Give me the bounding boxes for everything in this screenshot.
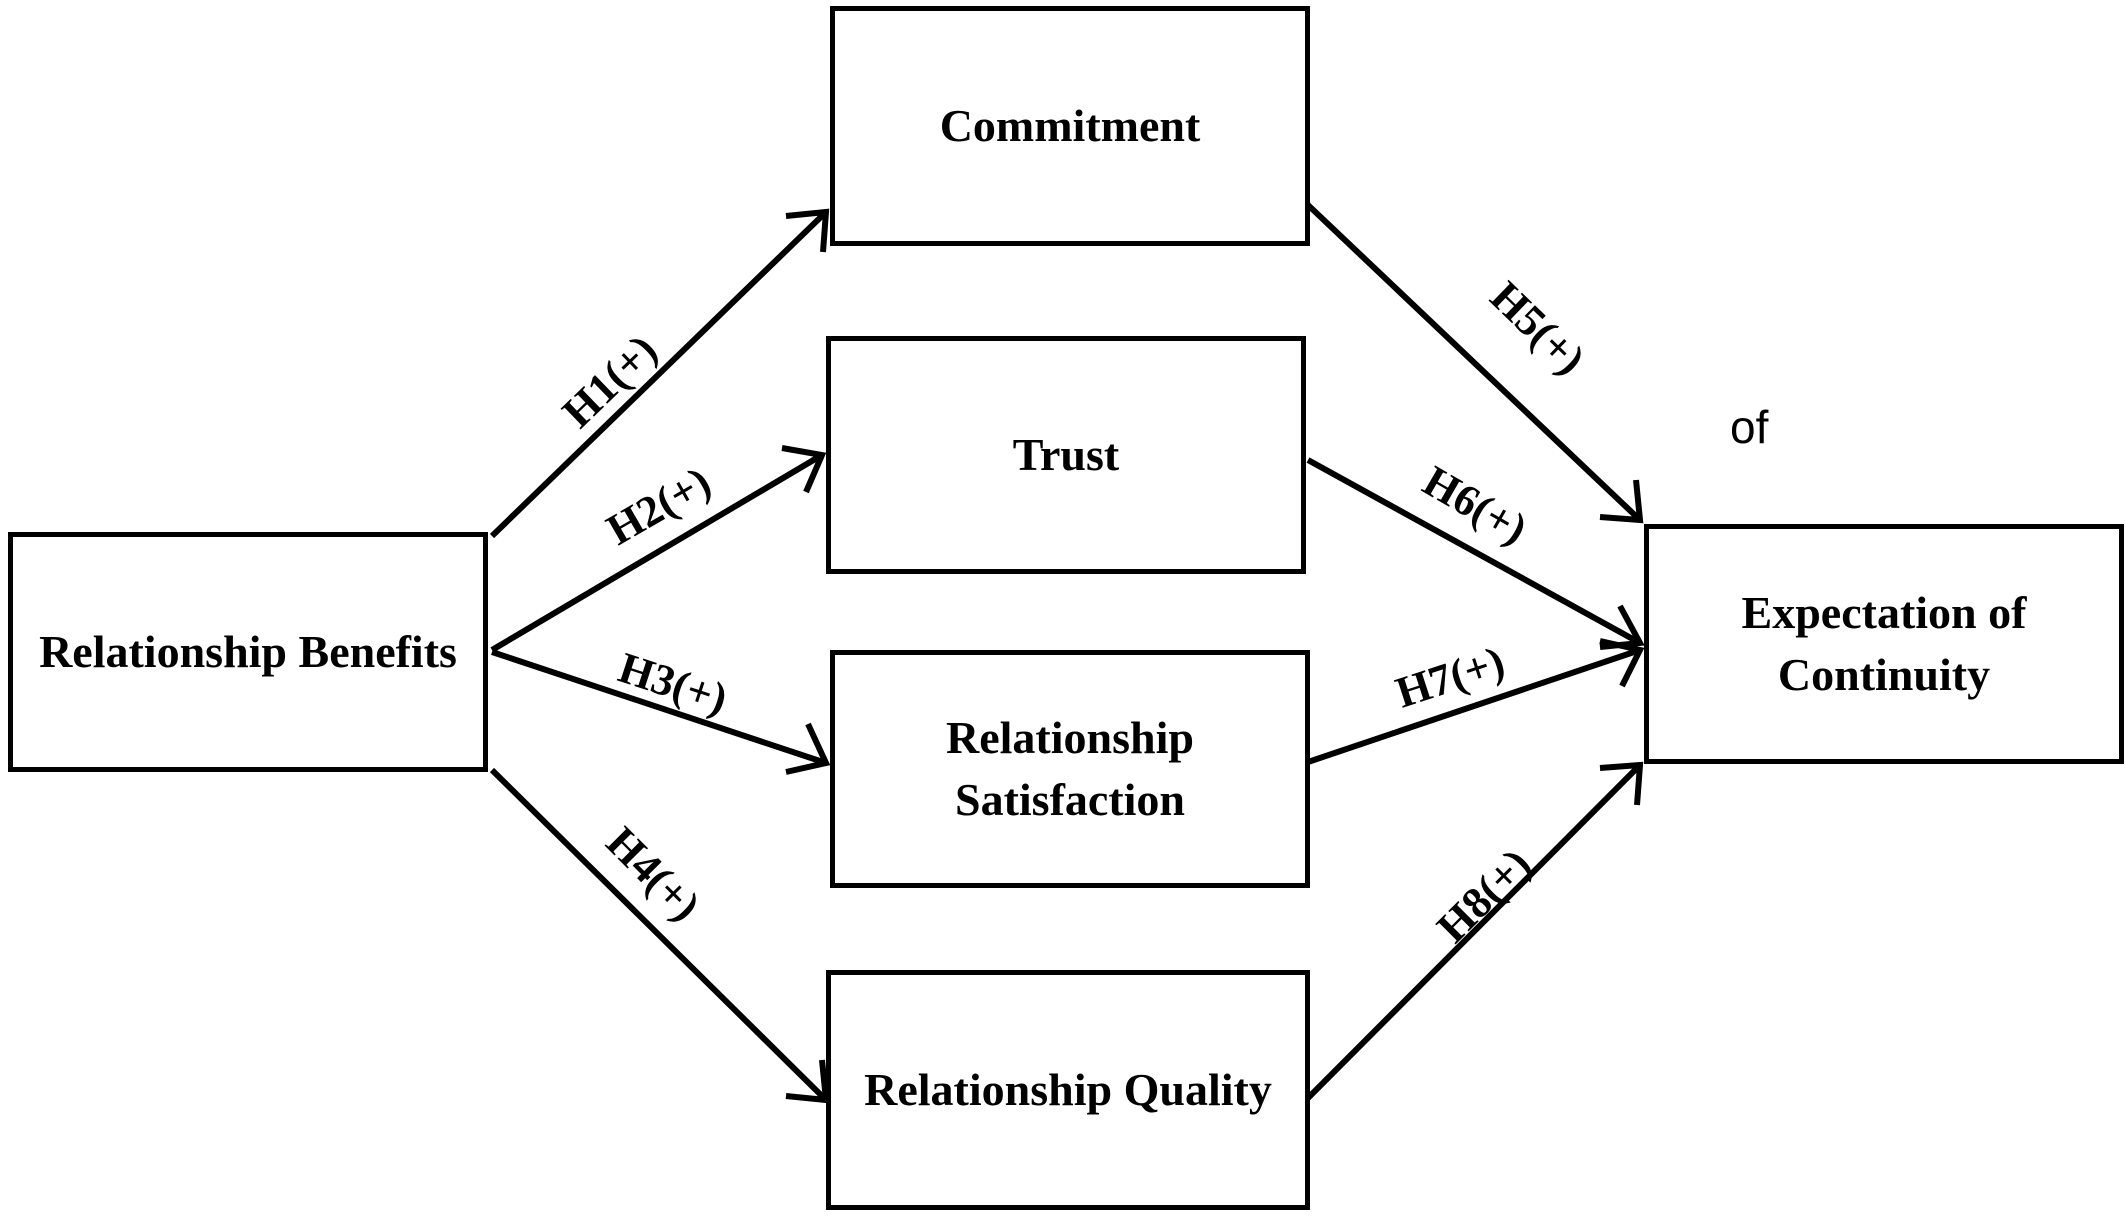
arrowhead-h8 xyxy=(1599,761,1644,806)
node-expectation-of-continuity: Expectation of Continuity xyxy=(1644,524,2124,764)
arrow-h3 xyxy=(491,649,827,766)
arrowhead-h5 xyxy=(1599,479,1644,524)
arrow-h5 xyxy=(1305,202,1643,523)
arrow-h4 xyxy=(489,767,829,1103)
edge-label-h6: H6(+) xyxy=(1415,456,1535,554)
arrow-h7 xyxy=(1307,647,1641,765)
edge-label-h7: H7(+) xyxy=(1390,637,1510,718)
arrowhead-h2 xyxy=(781,445,827,494)
edge-label-h4: H4(+) xyxy=(597,817,710,930)
node-label-line-2: Satisfaction xyxy=(955,774,1185,825)
arrow-h2 xyxy=(490,452,824,653)
edge-label-h2: H2(+) xyxy=(599,457,719,555)
arrow-h8 xyxy=(1305,762,1643,1101)
node-label-line-1: Relationship xyxy=(946,712,1194,763)
arrowhead-h3 xyxy=(785,722,831,775)
arrow-h6 xyxy=(1306,457,1642,646)
node-relationship-satisfaction: Relationship Satisfaction xyxy=(830,650,1310,888)
node-label-line-1: Expectation of xyxy=(1741,587,2027,638)
node-label: Trust xyxy=(1012,429,1120,480)
arrowhead-h1 xyxy=(785,208,830,253)
edge-label-h8: H8(+) xyxy=(1427,839,1540,952)
edge-label-h5: H5(+) xyxy=(1481,272,1595,384)
node-trust: Trust xyxy=(826,336,1306,574)
node-relationship-benefits: Relationship Benefits xyxy=(8,532,488,772)
stray-text: of xyxy=(1730,401,1769,453)
node-label: Relationship Benefits xyxy=(39,626,457,677)
node-commitment: Commitment xyxy=(830,6,1310,246)
arrowhead-h7 xyxy=(1599,638,1645,688)
arrow-h1 xyxy=(489,209,829,539)
node-label-line-2: Continuity xyxy=(1777,649,1991,700)
node-relationship-quality: Relationship Quality xyxy=(826,970,1310,1210)
node-label: Relationship Quality xyxy=(864,1064,1272,1115)
node-label: Commitment xyxy=(939,100,1201,151)
